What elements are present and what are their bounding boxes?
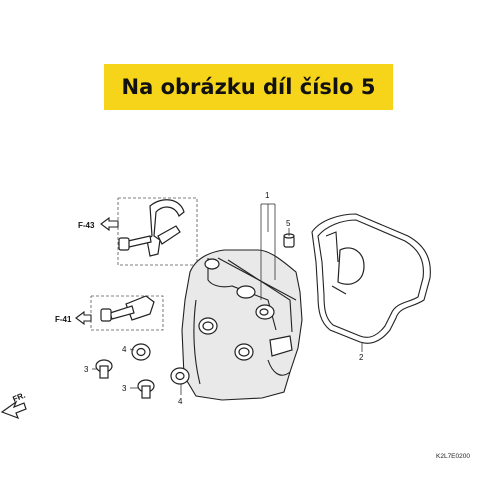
- part-number-banner: Na obrázku díl číslo 5: [104, 64, 393, 110]
- part-4-grommet-a: [131, 343, 151, 361]
- cylinder-head-cover: [181, 249, 303, 401]
- ref-f43: F-43: [78, 221, 95, 230]
- callout-3a: 3: [84, 365, 89, 374]
- front-arrow-icon: [0, 400, 27, 420]
- part-2-gasket: [311, 213, 431, 344]
- front-direction: FR.: [0, 391, 27, 420]
- f41-arrow-icon: [75, 310, 92, 326]
- f41-group: F-41: [55, 295, 164, 331]
- callout-2: 2: [359, 353, 364, 362]
- f43-group: F-43: [78, 197, 198, 266]
- small-clip: [125, 295, 155, 321]
- callout-3b: 3: [122, 384, 127, 393]
- part-5-pin: [283, 233, 295, 248]
- bolt-head-f41: [100, 308, 112, 322]
- part-4-grommet-b: [170, 367, 190, 385]
- banner-text: Na obrázku díl číslo 5: [121, 75, 376, 99]
- callout-5: 5: [286, 219, 291, 228]
- part-3-bolt-b: [137, 379, 155, 399]
- breather-pipe: [269, 335, 293, 357]
- f43-arrow-icon: [100, 216, 119, 232]
- part-3-bolt-a: [95, 359, 113, 379]
- ref-f41: F-41: [55, 315, 72, 324]
- diagram-code: K2L7E0200: [436, 453, 470, 460]
- callout-4a: 4: [122, 345, 127, 354]
- hose-clamp: [146, 199, 185, 257]
- clamp-tab: [157, 225, 181, 245]
- callout-4b: 4: [178, 397, 183, 406]
- bolt-head-f43: [118, 237, 130, 251]
- callout-1: 1: [265, 191, 270, 200]
- front-label: FR.: [11, 391, 26, 404]
- leader-lines: [92, 203, 363, 395]
